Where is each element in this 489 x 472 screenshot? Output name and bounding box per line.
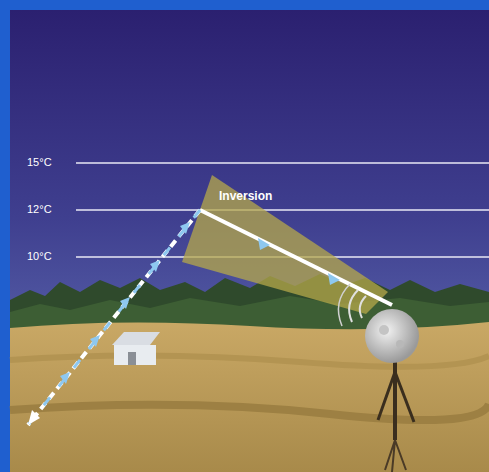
temperature-label: 12°C xyxy=(27,203,52,215)
temperature-label: 10°C xyxy=(27,250,52,262)
inversion-label: Inversion xyxy=(219,190,272,203)
temperature-label: 15°C xyxy=(27,156,52,168)
